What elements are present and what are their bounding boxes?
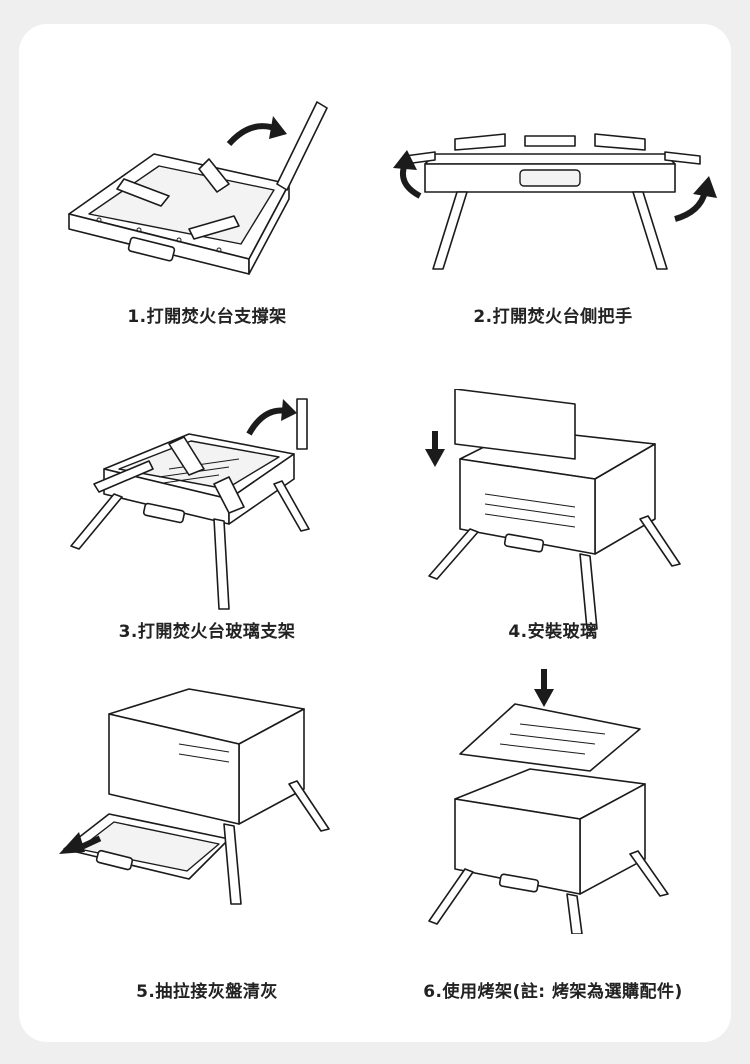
leg-2 xyxy=(213,518,230,610)
grill-plate xyxy=(459,703,641,772)
leg-2 xyxy=(579,553,598,630)
step-6-caption: 6.使用烤架(註: 烤架為選購配件) xyxy=(423,982,683,1002)
step-4-illustration xyxy=(425,389,681,630)
drawer-handle xyxy=(95,849,134,871)
front-handle xyxy=(519,169,581,187)
glass-support-raised xyxy=(296,398,308,450)
arrow-head-icon xyxy=(269,116,287,139)
down-arrow-icon xyxy=(541,669,547,691)
step-5-illustration xyxy=(59,688,330,905)
box-front-wall xyxy=(108,713,240,825)
rotate-right-arrow-icon xyxy=(674,191,708,222)
ash-drawer-inner xyxy=(78,821,220,872)
support-arm-1 xyxy=(116,178,170,207)
glass-support-2 xyxy=(168,436,205,476)
leg-3 xyxy=(629,850,669,897)
step-3-illustration xyxy=(70,398,310,610)
arrow-head-icon xyxy=(393,150,417,170)
support-arm-left xyxy=(454,133,506,151)
left-arrow-icon xyxy=(78,835,102,851)
down-arrow-icon xyxy=(432,431,438,451)
stove-top-frame xyxy=(424,153,676,165)
support-arm-raised xyxy=(276,101,328,191)
center-plate xyxy=(524,135,576,147)
leg-2 xyxy=(288,780,330,832)
support-arm-right xyxy=(594,133,646,151)
step-6: 6.使用烤架(註: 烤架為選購配件) xyxy=(375,659,731,1002)
rotate-arrow-icon xyxy=(246,407,288,436)
leg-2 xyxy=(566,893,583,934)
front-handle xyxy=(142,502,186,524)
step-1: 1.打開焚火台支撐架 xyxy=(29,84,385,417)
step-5: 5.抽拉接灰盤清灰 xyxy=(29,674,385,1007)
box-front-wall xyxy=(454,798,581,895)
instruction-card: 1.打開焚火台支撐架 2.打開焚火台側把手 xyxy=(19,24,731,1042)
step-1-illustration xyxy=(68,101,328,275)
step-3-caption: 3.打開焚火台玻璃支架 xyxy=(118,622,296,642)
front-handle xyxy=(498,873,540,893)
support-arm-3 xyxy=(198,158,230,193)
leg-3 xyxy=(273,480,310,532)
arrow-head-icon xyxy=(281,399,297,421)
arrow-head-icon xyxy=(59,832,85,854)
front-handle xyxy=(127,236,176,262)
step-6-illustration xyxy=(428,669,669,934)
leg-1 xyxy=(428,868,474,925)
step-2-caption: 2.打開焚火台側把手 xyxy=(473,307,633,327)
step-2: 2.打開焚火台側把手 xyxy=(375,84,731,417)
support-arm-2 xyxy=(188,215,240,240)
right-leg xyxy=(632,191,668,270)
arrow-head-icon xyxy=(534,689,554,707)
front-handle xyxy=(503,533,545,553)
leg-1 xyxy=(223,823,242,905)
step-5-caption: 5.抽拉接灰盤清灰 xyxy=(136,982,278,1002)
leg-1 xyxy=(70,493,123,550)
step-2-illustration xyxy=(393,133,717,270)
glass-support-1 xyxy=(93,460,154,493)
box-front-wall xyxy=(459,458,596,555)
leg-1 xyxy=(428,528,479,580)
step-1-caption: 1.打開焚火台支撐架 xyxy=(127,307,287,327)
right-side-handle xyxy=(664,151,701,165)
leg-3 xyxy=(639,515,681,567)
step-4-caption: 4.安裝玻璃 xyxy=(508,622,598,642)
glass-panel xyxy=(454,389,576,460)
left-leg xyxy=(432,191,468,270)
glass-support-3 xyxy=(213,476,245,514)
arrow-head-icon xyxy=(425,449,445,467)
step-3: 3.打開焚火台玻璃支架 xyxy=(29,389,385,722)
stove-side-wall xyxy=(228,453,295,525)
step-4: 4.安裝玻璃 xyxy=(375,389,731,722)
stove-side-wall xyxy=(248,183,290,275)
arrow-head-icon xyxy=(693,176,717,198)
